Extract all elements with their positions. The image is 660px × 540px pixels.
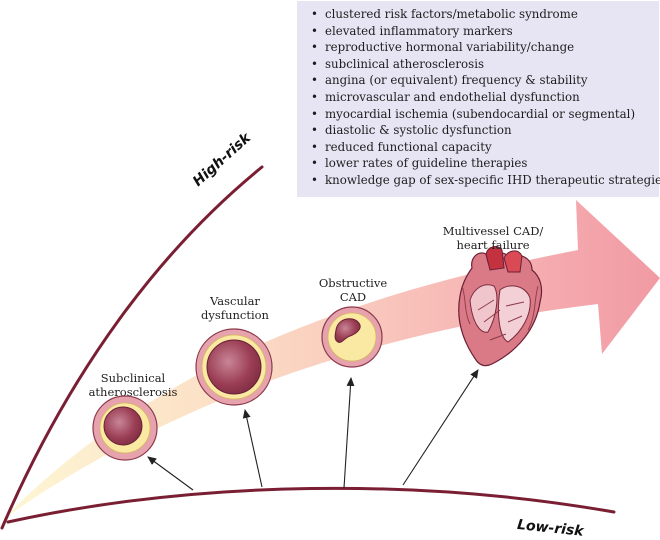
vessel-dysfunction-icon	[195, 328, 273, 406]
label-multivessel: Multivessel CAD/ heart failure	[438, 224, 548, 252]
pointer-obstructive	[343, 377, 355, 489]
risk-factor-item: •elevated inflammatory markers	[311, 23, 513, 38]
progression-arrow	[2, 200, 660, 520]
label-obstructive-line1: Obstructive	[318, 276, 388, 290]
heart-icon	[458, 246, 543, 367]
pointer-subclinical	[147, 456, 194, 491]
risk-factor-item: •lower rates of guideline therapies	[311, 156, 528, 171]
high-risk-curve	[0, 165, 264, 530]
risk-factors-box: •clustered risk factors/metabolic syndro…	[297, 1, 660, 197]
risk-factor-item: •reproductive hormonal variability/chang…	[311, 40, 575, 55]
label-subclinical-line1: Subclinical	[100, 371, 166, 385]
label-obstructive: Obstructive CAD	[313, 276, 393, 304]
vessel-subclinical-icon	[92, 395, 158, 461]
label-vascular: Vascular dysfunction	[195, 294, 275, 322]
label-vascular-line2: dysfunction	[201, 308, 269, 322]
label-multivessel-line1: Multivessel CAD/	[442, 224, 544, 238]
risk-factor-item: •knowledge gap of sex-specific IHD thera…	[311, 172, 660, 187]
label-multivessel-line2: heart failure	[456, 238, 530, 252]
risk-factor-item: •clustered risk factors/metabolic syndro…	[311, 7, 578, 21]
label-obstructive-line2: CAD	[339, 290, 367, 304]
risk-factor-item: •diastolic & systolic dysfunction	[311, 123, 512, 138]
low-risk-curve	[6, 486, 616, 524]
risk-factor-item: •subclinical atherosclerosis	[311, 56, 485, 71]
pointer-vascular	[242, 409, 263, 488]
label-vascular-line1: Vascular	[210, 294, 260, 308]
risk-factor-item: •reduced functional capacity	[311, 139, 492, 154]
vessel-obstructive-icon	[321, 306, 383, 368]
label-subclinical: Subclinical atherosclerosis	[88, 371, 178, 399]
risk-factors-list: •clustered risk factors/metabolic syndro…	[297, 1, 660, 189]
label-subclinical-line2: atherosclerosis	[88, 385, 178, 399]
risk-factor-item: •myocardial ischemia (subendocardial or …	[311, 106, 636, 121]
pointer-multivessel	[402, 369, 479, 486]
risk-factor-item: •angina (or equivalent) frequency & stab…	[311, 73, 588, 88]
risk-factor-item: •microvascular and endothelial dysfuncti…	[311, 89, 580, 104]
